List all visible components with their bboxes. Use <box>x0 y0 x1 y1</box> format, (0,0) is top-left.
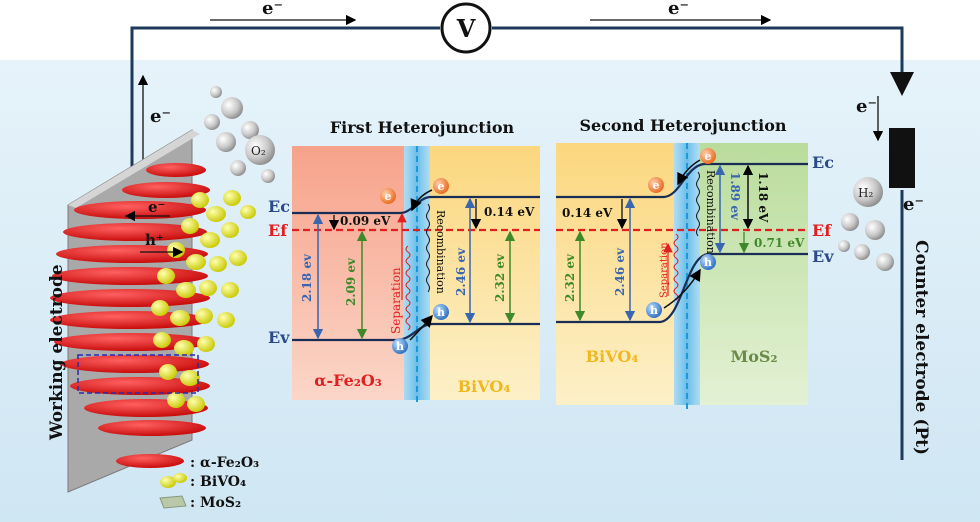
o2-bubbles <box>204 86 275 183</box>
hole-mark-second-b: h <box>704 256 712 269</box>
circuit-wire-left <box>130 26 440 188</box>
separation-label-second: Separation <box>659 242 670 298</box>
gap-label-bi-second-2: 2.46 ev <box>613 247 627 296</box>
legend: : α-Fe₂O₃ : BiVO₄ : MoS₂ <box>116 454 259 511</box>
plate-top-edge <box>68 130 200 208</box>
electron-mark-first: e <box>385 190 392 203</box>
highlight-box <box>77 354 199 394</box>
gap-label-fe: 2.18 ev <box>300 253 314 302</box>
gap-label-mos-2: 1.18 eV <box>756 172 770 223</box>
legend-bivo4-swatch <box>160 476 176 488</box>
material-label-mos2: MoS₂ <box>731 347 778 366</box>
hole-label: h⁺ <box>145 231 164 249</box>
ec-label-second: Ec <box>812 153 834 172</box>
hole-carrier-first <box>392 338 408 354</box>
electron-carrier-first <box>380 188 396 204</box>
material-label-fe2o3: α-Fe₂O₃ <box>314 371 382 390</box>
electron-label-rod: e⁻ <box>148 198 165 216</box>
ef-label-first: Ef <box>268 221 288 240</box>
recombination-label-second: Recombination <box>704 170 717 254</box>
voltmeter <box>440 2 492 54</box>
circuit-wire-right <box>492 26 904 75</box>
second-junction-title: Second Heterojunction <box>579 116 786 135</box>
counter-electrode-label: Counter electrode (Pt) <box>911 240 931 455</box>
electron-label-top-right: e⁻ <box>668 0 689 19</box>
material-label-bivo4-second: BiVO₄ <box>586 347 639 366</box>
ec-label-first: Ec <box>268 197 290 216</box>
electron-label-top-left: e⁻ <box>262 0 283 19</box>
hole-transfer-arrow-second <box>663 268 701 309</box>
hole-transfer-arrow-first <box>409 314 433 341</box>
first-junction-title: First Heterojunction <box>330 118 515 137</box>
offset-label-right-second: 0.71 eV <box>754 236 805 250</box>
hole-mark-first-b: h <box>437 306 445 319</box>
electron-mark-second-b: e <box>705 150 712 163</box>
electron-carrier-first-b <box>433 178 449 194</box>
gap-label-bi-2: 2.32 ev <box>493 253 507 302</box>
o2-label: O₂ <box>251 144 266 158</box>
hole-carrier-first-b <box>433 304 449 320</box>
electron-carrier-second-b <box>700 148 716 164</box>
working-electrode-label: Working electrode <box>47 264 67 441</box>
gap-label-bi: 2.46 ev <box>454 247 468 296</box>
gap-label-mos: 1.89 ev <box>728 172 742 221</box>
legend-mos2-swatch <box>159 495 187 509</box>
ev-label-second: Ev <box>812 247 834 266</box>
electron-carrier-second <box>648 177 664 193</box>
fe2o3-region <box>292 146 404 400</box>
current-arrow-icon <box>890 72 914 96</box>
h2-bubbles <box>838 177 894 271</box>
legend-fe2o3-swatch <box>116 454 184 468</box>
electron-label-counter: e⁻ <box>903 194 924 215</box>
legend-bivo4-label: : BiVO₄ <box>190 474 246 490</box>
material-label-bivo4-first: BiVO₄ <box>458 377 511 396</box>
first-heterojunction: First Heterojunction Ec Ef Ev 2.18 ev 2.… <box>268 118 540 402</box>
separation-wave-first <box>405 245 411 331</box>
electron-transfer-arrow-first <box>410 189 433 212</box>
electron-mark-first-b: e <box>438 180 445 193</box>
mos2-region <box>700 143 808 405</box>
electron-mark-second: e <box>653 179 660 192</box>
offset-label-left-first: 0.09 eV <box>340 214 391 228</box>
recombination-wave-second <box>696 171 700 237</box>
voltmeter-label: V <box>456 14 476 43</box>
recombination-wave-first <box>426 203 430 293</box>
bivo4-particles <box>151 190 256 412</box>
hole-mark-second: h <box>650 304 658 317</box>
separation-wave-second <box>673 233 679 301</box>
hole-carrier-second-b <box>700 254 716 270</box>
pt-electrode <box>889 128 915 188</box>
legend-fe2o3-label: : α-Fe₂O₃ <box>190 455 259 471</box>
offset-label-left-second: 0.14 eV <box>562 206 613 220</box>
ef-label-second: Ef <box>812 221 832 240</box>
separation-label-first: Separation <box>389 267 403 334</box>
ev-label-first: Ev <box>268 328 290 347</box>
hole-carrier-second <box>646 302 662 318</box>
offset-label-right-first: 0.14 eV <box>484 205 535 219</box>
second-heterojunction: Second Heterojunction Ec Ef Ev 0.14 eV 2… <box>556 116 834 410</box>
electron-label-working: e⁻ <box>150 106 171 127</box>
gap-label-fe-2: 2.09 ev <box>344 257 358 306</box>
electron-label-counter-top: e⁻ <box>856 96 877 117</box>
electron-transfer-arrow-second <box>677 159 701 186</box>
recombination-label-first: Recombination <box>434 210 447 294</box>
h2-label: H₂ <box>858 186 873 200</box>
gap-label-bi-second: 2.32 ev <box>563 253 577 302</box>
hole-mark-first: h <box>396 340 404 353</box>
legend-mos2-label: : MoS₂ <box>190 495 241 511</box>
